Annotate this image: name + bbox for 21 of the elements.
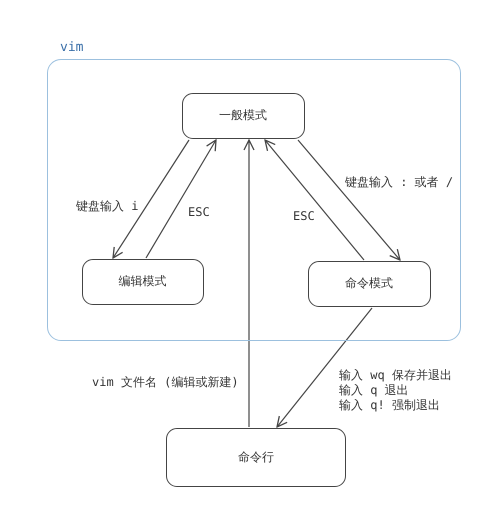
mode-label: 编辑模式 <box>118 273 166 290</box>
edge-label: 键盘输入 : 或者 / <box>344 174 454 191</box>
arrow <box>243 139 255 427</box>
arrow <box>298 140 401 261</box>
mode-box <box>82 258 204 304</box>
mode-label: 一般模式 <box>219 107 267 124</box>
edge-label: ESC <box>187 205 211 219</box>
arrow <box>145 139 217 258</box>
mode-box <box>166 428 346 487</box>
group-title: vim <box>60 40 84 55</box>
arrow <box>276 308 372 428</box>
arrow <box>264 139 364 260</box>
note-text: 输入 q! 强制退出 <box>338 397 441 414</box>
mode-label: 命令模式 <box>345 275 393 292</box>
mode-box <box>308 260 430 306</box>
arrow <box>112 140 190 259</box>
note-text: 输入 wq 保存并退出 <box>338 367 453 384</box>
edge-label: 键盘输入 i <box>75 198 140 215</box>
mode-box <box>182 92 304 138</box>
edge-label: ESC <box>292 209 316 223</box>
mode-label: 命令行 <box>238 449 274 466</box>
